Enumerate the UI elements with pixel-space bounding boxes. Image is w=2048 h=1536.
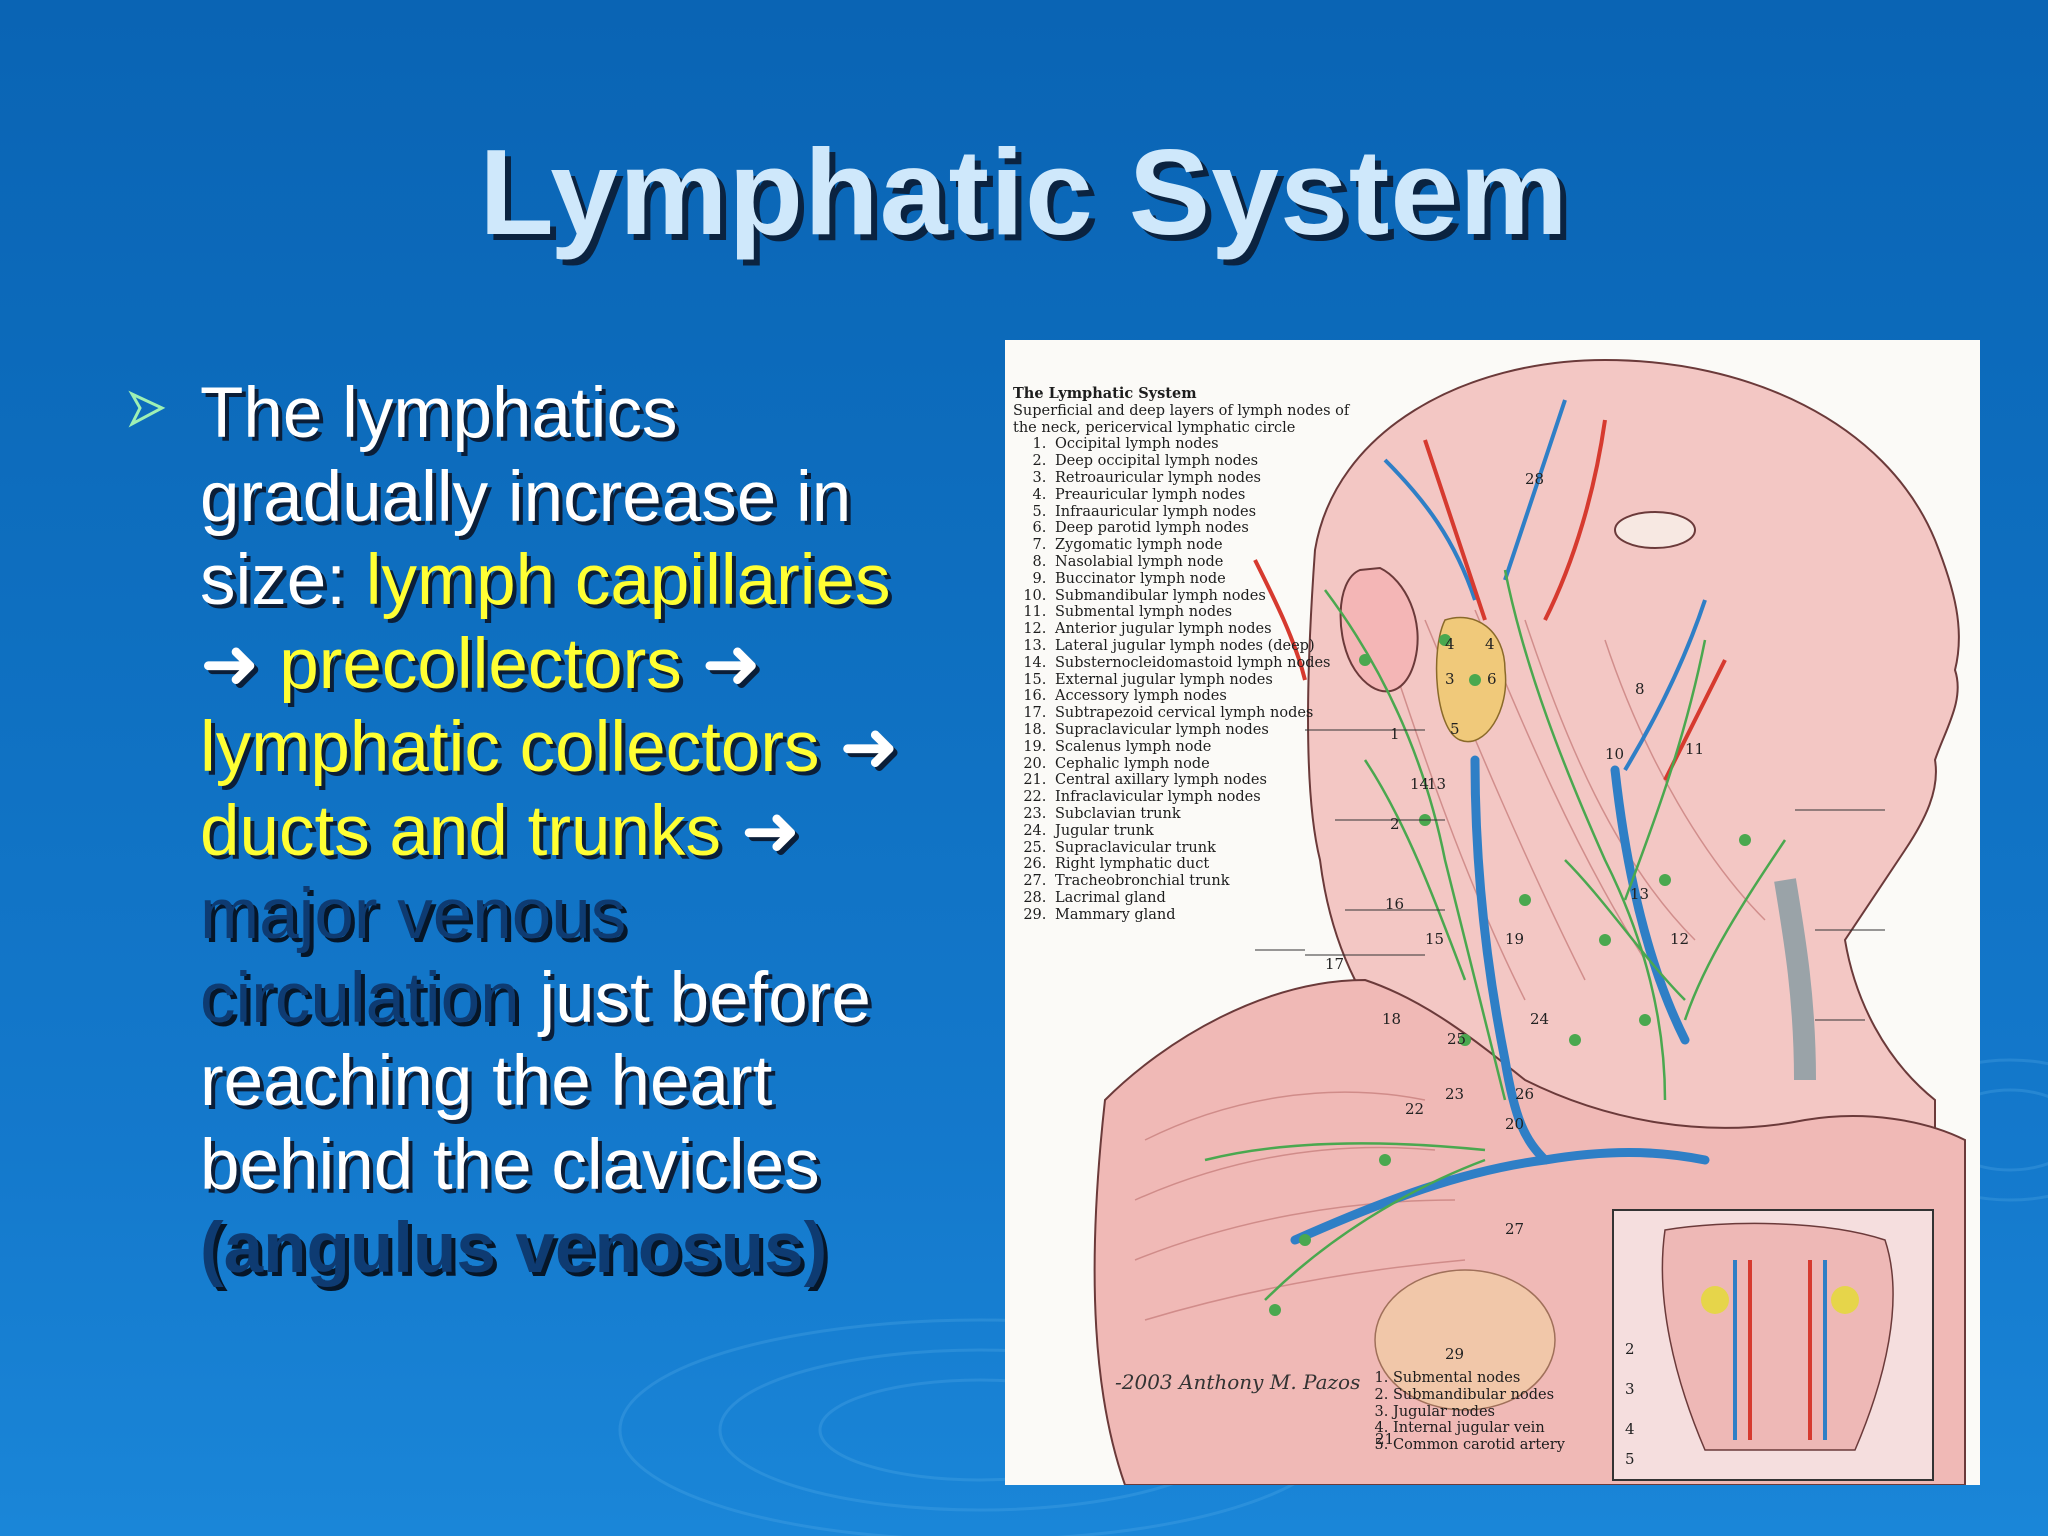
callout-number: 12 (1670, 930, 1690, 948)
callout-number: 8 (1635, 680, 1645, 698)
legend-item: Subclavian trunk (1051, 806, 1353, 823)
callout-number: 6 (1487, 670, 1497, 688)
figure-subheading: Superficial and deep layers of lymph nod… (1013, 402, 1350, 436)
callout-number: 15 (1425, 930, 1445, 948)
legend-item: Mammary gland (1051, 907, 1353, 924)
legend-item: Tracheobronchial trunk (1051, 873, 1353, 890)
inset-legend: Submental nodesSubmandibular nodesJugula… (1367, 1370, 1565, 1454)
callout-number: 4 (1445, 635, 1455, 653)
callout-number: 2 (1625, 1340, 1635, 1358)
dark-angulus-venosus: (angulus venosus) (200, 1209, 828, 1288)
callout-number: 5 (1450, 720, 1460, 738)
legend-item: Right lymphatic duct (1051, 856, 1353, 873)
inset-legend-item: Jugular nodes (1393, 1404, 1565, 1421)
callout-number: 14 (1410, 775, 1430, 793)
legend-item: Supraclavicular trunk (1051, 840, 1353, 857)
bullet-text: The lymphatics gradually increase in siz… (200, 372, 960, 1291)
callout-number: 27 (1505, 1220, 1525, 1238)
legend-item: Lateral jugular lymph nodes (deep) (1051, 638, 1353, 655)
callout-number: 28 (1525, 470, 1545, 488)
arrow-3: ➜ (819, 708, 899, 787)
legend-item: Submandibular lymph nodes (1051, 588, 1353, 605)
callout-number: 24 (1530, 1010, 1550, 1028)
legend-item: Buccinator lymph node (1051, 571, 1353, 588)
legend-item: Accessory lymph nodes (1051, 688, 1353, 705)
figure-heading: The Lymphatic System (1013, 385, 1197, 402)
callout-number: 5 (1625, 1450, 1635, 1468)
arrowhead-bullet-icon (128, 390, 166, 428)
arrow-2: ➜ (681, 624, 761, 704)
legend-item: Substernocleidomastoid lymph nodes (1051, 655, 1353, 672)
callout-number: 1 (1390, 725, 1400, 743)
callout-number: 21 (1375, 1430, 1395, 1448)
callout-number: 18 (1382, 1010, 1402, 1028)
callout-number: 17 (1325, 955, 1345, 973)
callout-number: 23 (1445, 1085, 1465, 1103)
callout-number: 4 (1625, 1420, 1635, 1438)
legend-item: Lacrimal gland (1051, 890, 1353, 907)
legend-item: Deep parotid lymph nodes (1051, 520, 1353, 537)
legend-item: Infraclavicular lymph nodes (1051, 789, 1353, 806)
neck-anatomy-drawing (1093, 358, 1966, 1485)
callout-number: 22 (1405, 1100, 1425, 1118)
legend-item: Anterior jugular lymph nodes (1051, 621, 1353, 638)
legend-item: Subtrapezoid cervical lymph nodes (1051, 705, 1353, 722)
legend-item: Infraauricular lymph nodes (1051, 504, 1353, 521)
legend-item: Retroauricular lymph nodes (1051, 470, 1353, 487)
highlight-lymphatic-collectors: lymphatic collectors (200, 708, 820, 787)
slide-title: Lymphatic System (479, 124, 1569, 260)
callout-number: 3 (1445, 670, 1455, 688)
callout-number: 26 (1515, 1085, 1535, 1103)
text-intro: The lymphatics gradually increase in siz… (200, 374, 852, 620)
callout-number: 19 (1505, 930, 1525, 948)
arrow-1: ➜ (200, 624, 280, 704)
legend-item: Scalenus lymph node (1051, 739, 1353, 756)
inset-legend-item: Submental nodes (1393, 1370, 1565, 1387)
text-continuation: just before reaching the heart behind th… (200, 958, 871, 1205)
legend-item: Preauricular lymph nodes (1051, 487, 1353, 504)
callout-number: 13 (1427, 775, 1447, 793)
legend-item: Submental lymph nodes (1051, 604, 1353, 621)
legend-item: Central axillary lymph nodes (1051, 772, 1353, 789)
figure-legend: The Lymphatic System Superficial and dee… (1013, 385, 1353, 924)
anatomy-illustration: The Lymphatic System Superficial and dee… (1005, 340, 1980, 1485)
dark-major-venous-circulation: major venous circulation (200, 875, 627, 1038)
callout-number: 4 (1485, 635, 1495, 653)
legend-item: Jugular trunk (1051, 823, 1353, 840)
legend-item: Cephalic lymph node (1051, 756, 1353, 773)
callout-number: 20 (1505, 1115, 1525, 1133)
callout-number: 11 (1685, 740, 1705, 758)
inset-legend-item: Submandibular nodes (1393, 1387, 1565, 1404)
artist-signature: -2003 Anthony M. Pazos (1115, 1370, 1361, 1394)
legend-item: Deep occipital lymph nodes (1051, 453, 1353, 470)
inset-legend-item: Internal jugular vein (1393, 1420, 1565, 1437)
highlight-lymph-capillaries: lymph capillaries (365, 541, 891, 620)
legend-item: Supraclavicular lymph nodes (1051, 722, 1353, 739)
legend-item: External jugular lymph nodes (1051, 672, 1353, 689)
highlight-precollectors: precollectors (279, 624, 682, 704)
legend-item: Zygomatic lymph node (1051, 537, 1353, 554)
callout-number: 10 (1605, 745, 1625, 763)
callout-number: 3 (1625, 1380, 1635, 1398)
legend-list: Occipital lymph nodesDeep occipital lymp… (1013, 436, 1353, 923)
callout-number: 16 (1385, 895, 1405, 913)
callout-number: 25 (1447, 1030, 1467, 1048)
callout-number: 29 (1445, 1345, 1465, 1363)
highlight-ducts-and-trunks: ducts and trunks (200, 791, 721, 871)
arrow-4: ➜ (720, 791, 801, 871)
callout-number: 2 (1390, 815, 1400, 833)
legend-item: Occipital lymph nodes (1051, 436, 1353, 453)
legend-item: Nasolabial lymph node (1051, 554, 1353, 571)
callout-number: 13 (1630, 885, 1650, 903)
inset-legend-list: Submental nodesSubmandibular nodesJugula… (1367, 1370, 1565, 1454)
inset-legend-item: Common carotid artery (1393, 1437, 1565, 1454)
